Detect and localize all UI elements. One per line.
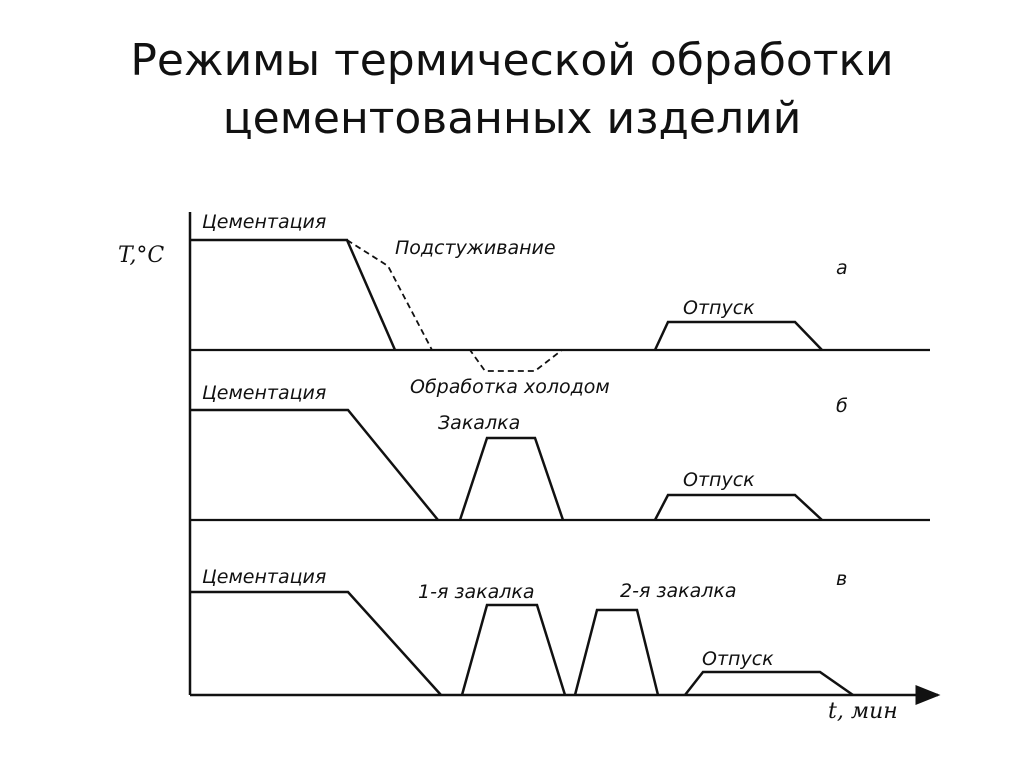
- panel-c-tempering-label: Отпуск: [702, 648, 774, 670]
- panel-a-tempering-curve: [653, 320, 823, 351]
- title-line-1: Режимы термической обработки: [130, 35, 894, 86]
- slide-title: Режимы термической обработки цементованн…: [0, 32, 1024, 148]
- panel-c-quench2-curve: [573, 608, 660, 696]
- panel-a-carburizing-curve: [190, 238, 397, 351]
- panel-b-quench-curve: [458, 436, 565, 521]
- panel-c-marker: в: [836, 568, 847, 590]
- panel-a-tempering-label: Отпуск: [683, 297, 755, 319]
- panel-b-quench-label: Закалка: [438, 412, 520, 434]
- panel-b-marker: б: [836, 395, 848, 417]
- panel-c-quench2-label: 2-я закалка: [620, 580, 737, 602]
- panel-b-carburizing-label: Цементация: [202, 382, 326, 404]
- panel-a-subcooling-label: Подстуживание: [395, 237, 556, 259]
- title-line-2: цементованных изделий: [222, 93, 802, 144]
- panel-b: Цементация Закалка Отпуск б: [190, 382, 848, 521]
- panel-c-quench1-curve: [460, 603, 567, 696]
- panel-a-carburizing-label: Цементация: [202, 211, 326, 233]
- panel-a: Цементация Подстуживание Отпуск Обработк…: [190, 211, 848, 398]
- panel-c-carburizing-curve: [190, 590, 442, 696]
- panel-b-tempering-curve: [653, 493, 823, 521]
- panel-c-tempering-curve: [684, 670, 854, 697]
- panel-a-marker: а: [836, 257, 848, 279]
- panel-a-cold-treatment-label: Обработка холодом: [410, 376, 610, 398]
- panel-c: Цементация 1-я закалка 2-я закалка Отпус…: [190, 566, 854, 697]
- panel-c-carburizing-label: Цементация: [202, 566, 326, 588]
- x-axis-label: t, мин: [828, 699, 898, 724]
- panel-a-subcooling-curve: [346, 239, 563, 372]
- panel-c-quench1-label: 1-я закалка: [418, 581, 535, 603]
- y-axis-label: T,°C: [118, 243, 164, 268]
- panel-b-tempering-label: Отпуск: [683, 469, 755, 491]
- panel-b-carburizing-curve: [190, 408, 439, 521]
